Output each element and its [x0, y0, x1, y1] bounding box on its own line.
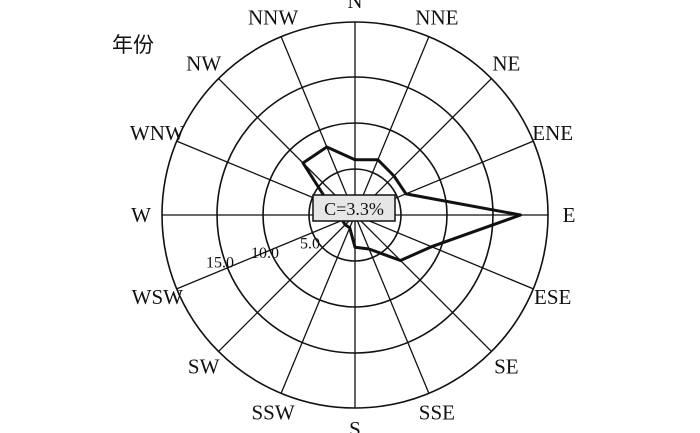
direction-label-nne: NNE: [415, 5, 458, 29]
direction-label-ne: NE: [492, 52, 520, 76]
tick-label: 5.0: [300, 236, 320, 253]
direction-label-nw: NW: [186, 52, 221, 76]
calm-box: C=3.3%: [312, 194, 396, 222]
point-e: [519, 213, 522, 217]
spoke-se: [354, 214, 492, 352]
point-ne: [392, 174, 396, 178]
spoke-ne: [354, 78, 492, 216]
direction-label-wnw: WNW: [130, 121, 185, 145]
direction-label-sw: SW: [188, 354, 220, 378]
spoke-nnw: [280, 36, 356, 216]
point-nnw: [325, 145, 329, 149]
chart-title: 年份: [112, 33, 154, 57]
spoke-ese: [354, 214, 534, 290]
direction-label-e: E: [563, 203, 576, 227]
radial-tick-labels: 5.0 10.0 15.0: [206, 236, 320, 272]
point-s: [353, 246, 357, 249]
point-nne: [376, 158, 380, 161]
direction-label-n: N: [347, 0, 362, 13]
direction-label-sse: SSE: [419, 401, 455, 425]
point-ene: [404, 192, 408, 196]
point-ssw: [348, 226, 351, 229]
calm-label: C=3.3%: [324, 199, 384, 219]
spoke-nw: [218, 78, 356, 216]
direction-label-w: W: [131, 203, 151, 227]
spoke-wsw: [176, 214, 356, 290]
point-nw: [301, 161, 305, 165]
direction-labels: N NNE NE ENE E ESE SE SSE S SSW SW WSW W WNW NW NNW: [130, 0, 576, 433]
tick-label: 15.0: [206, 255, 234, 272]
direction-label-ene: ENE: [532, 121, 573, 145]
direction-label-ssw: SSW: [252, 401, 295, 425]
direction-label-nnw: NNW: [248, 5, 298, 29]
spoke-nne: [354, 36, 430, 216]
point-sse: [367, 247, 371, 251]
tick-label: 10.0: [251, 245, 279, 262]
spoke-sw: [218, 214, 356, 352]
spoke-sse: [354, 214, 430, 394]
point-n: [353, 158, 357, 161]
direction-label-se: SE: [494, 354, 519, 378]
spoke-ssw: [280, 214, 356, 394]
direction-label-s: S: [349, 417, 361, 433]
direction-label-wsw: WSW: [132, 285, 184, 309]
point-ese: [430, 245, 433, 248]
direction-label-ese: ESE: [534, 285, 571, 309]
point-se: [399, 259, 402, 262]
point-sw: [344, 223, 347, 226]
